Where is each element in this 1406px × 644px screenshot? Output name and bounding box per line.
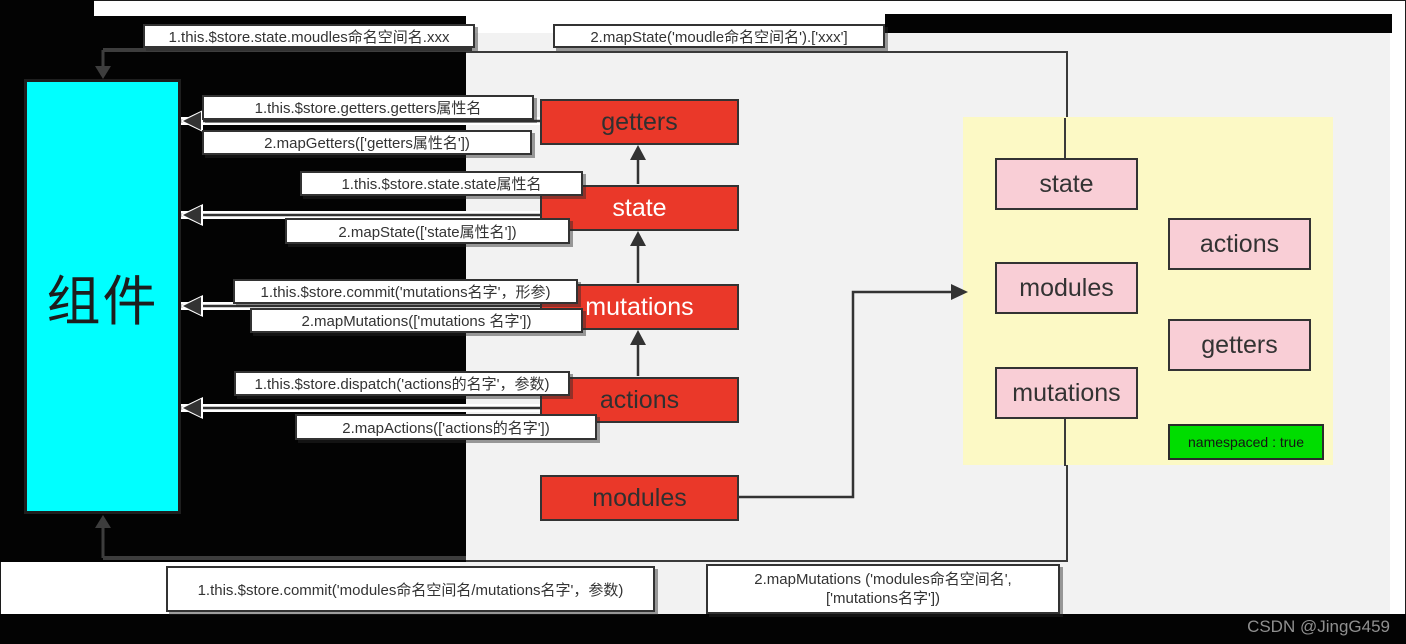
- black-background-top-left: [0, 0, 94, 20]
- module-modules-label: modules: [1019, 273, 1114, 302]
- store-modules-box: modules: [540, 475, 739, 521]
- module-getters-box: getters: [1168, 319, 1311, 371]
- component-box: 组件: [24, 79, 181, 514]
- label-actions-access-1: 1.this.$store.dispatch('actions的名字'，参数): [234, 371, 570, 396]
- module-modules-box: modules: [995, 262, 1138, 314]
- module-actions-box: actions: [1168, 218, 1311, 270]
- module-mutations-box: mutations: [995, 367, 1138, 419]
- module-state-box: state: [995, 158, 1138, 210]
- label-getters-access-1: 1.this.$store.getters.getters属性名: [202, 95, 534, 120]
- store-actions-label: actions: [599, 385, 680, 414]
- label-actions-access-2: 2.mapActions(['actions的名字']): [295, 414, 597, 440]
- component-label: 组件: [46, 272, 159, 332]
- namespaced-flag-box: namespaced : true: [1168, 424, 1324, 460]
- store-state-label: state: [612, 193, 667, 222]
- store-modules-label: modules: [592, 483, 687, 512]
- label-module-state-access-2: 2.mapState('moudle命名空间名').['xxx']: [553, 24, 885, 48]
- label-module-commit-2: 2.mapMutations ('modules命名空间名', ['mutati…: [706, 564, 1060, 614]
- label-getters-access-2: 2.mapGetters(['getters属性名']): [202, 130, 532, 155]
- module-mutations-label: mutations: [1012, 378, 1121, 407]
- module-state-label: state: [1039, 169, 1094, 198]
- label-state-access-2: 2.mapState(['state属性名']): [285, 218, 570, 244]
- watermark: CSDN @JingG459: [1247, 617, 1390, 636]
- store-getters-label: getters: [601, 107, 678, 136]
- label-mutations-access-2: 2.mapMutations(['mutations 名字']): [250, 308, 583, 333]
- store-mutations-label: mutations: [585, 292, 694, 321]
- namespaced-flag-label: namespaced : true: [1188, 434, 1304, 450]
- module-actions-label: actions: [1199, 229, 1280, 258]
- label-module-commit-2-line2: ['mutations名字']): [825, 590, 941, 607]
- label-module-state-access-1: 1.this.$store.state.moudles命名空间名.xxx: [143, 24, 475, 48]
- label-state-access-1: 1.this.$store.state.state属性名: [300, 171, 583, 196]
- label-mutations-access-1: 1.this.$store.commit('mutations名字'，形参): [233, 279, 578, 304]
- black-background-top-right: [885, 14, 1392, 33]
- store-getters-box: getters: [540, 99, 739, 145]
- label-module-commit-2-line1: 2.mapMutations ('modules命名空间名',: [754, 571, 1012, 588]
- module-getters-label: getters: [1201, 330, 1278, 359]
- label-module-commit-1: 1.this.$store.commit('modules命名空间名/mutat…: [166, 566, 655, 612]
- black-background-bottom: [0, 614, 1406, 644]
